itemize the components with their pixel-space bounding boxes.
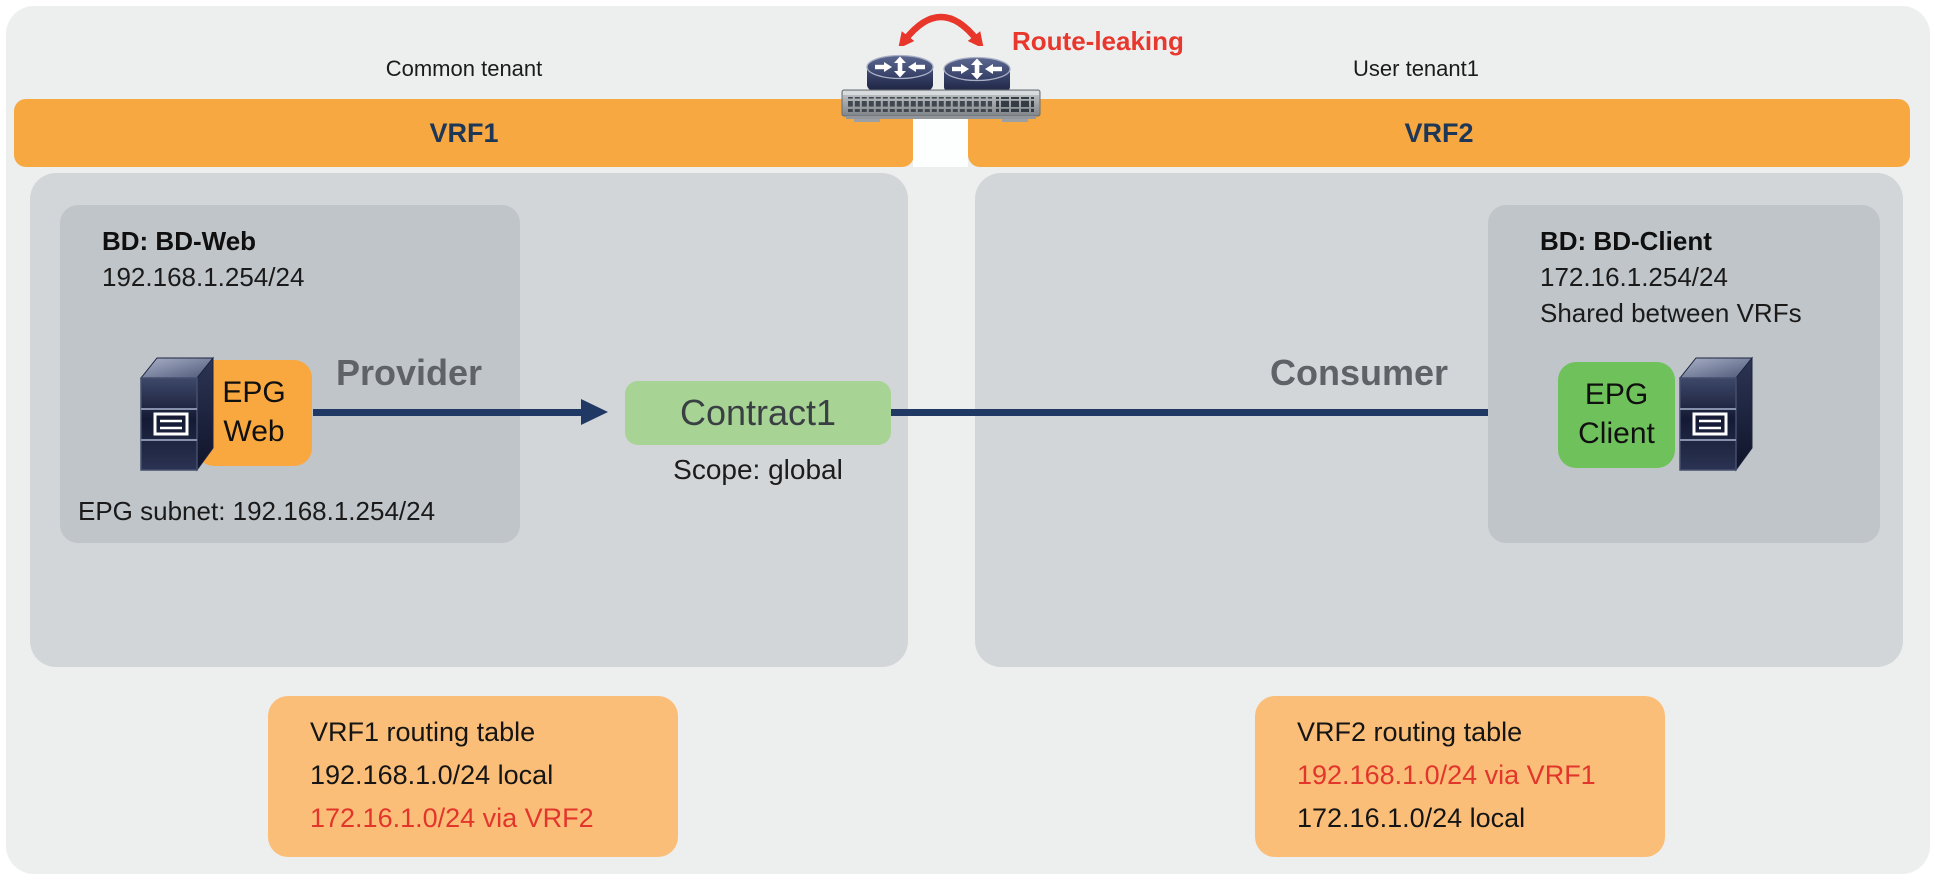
contract-box: Contract1 — [625, 381, 891, 445]
vrf1-routing-title: VRF1 routing table — [310, 717, 536, 747]
vrf1-header-bar: VRF1 — [14, 99, 914, 167]
epg-web-badge: EPG Web — [196, 360, 312, 466]
epg-client-badge: EPG Client — [1558, 362, 1675, 468]
common-tenant-label: Common tenant — [385, 56, 543, 81]
bd-web-subnet: 192.168.1.254/24 — [102, 262, 305, 292]
vrf1-routing-table: VRF1 routing table 192.168.1.0/24 local … — [268, 696, 678, 857]
switch-icon — [841, 89, 1041, 122]
consumer-arrow — [891, 409, 1517, 416]
bd-web-title: BD: BD-Web — [102, 226, 257, 256]
provider-arrowhead-icon — [581, 399, 608, 425]
contract-name: Contract1 — [679, 392, 837, 433]
bd-client-subnet: 172.16.1.254/24 — [1540, 262, 1728, 292]
epg-web-line2: Web — [223, 415, 285, 448]
consumer-label: Consumer — [1270, 352, 1449, 393]
provider-arrow — [313, 409, 583, 416]
bd-client-title: BD: BD-Client — [1540, 226, 1712, 256]
vrf2-header-bar: VRF2 — [968, 99, 1910, 167]
route-leaking-label: Route-leaking — [1012, 26, 1184, 56]
server-icon — [139, 356, 215, 472]
epg-web-subnet-label: EPG subnet: 192.168.1.254/24 — [78, 496, 436, 526]
curved-double-arrow-icon — [898, 13, 984, 46]
contract-scope-label: Scope: global — [673, 454, 843, 485]
bd-client-shared-note: Shared between VRFs — [1540, 298, 1802, 328]
vrf2-name: VRF2 — [1404, 118, 1474, 148]
vrf1-route-row: 172.16.1.0/24 via VRF2 — [310, 803, 594, 833]
vrf2-routing-table: VRF2 routing table 192.168.1.0/24 via VR… — [1255, 696, 1665, 857]
server-icon — [1678, 356, 1754, 472]
epg-web-line1: EPG — [222, 376, 286, 409]
user-tenant1-label: User tenant1 — [1353, 56, 1479, 81]
provider-label: Provider — [336, 352, 483, 393]
vrf1-name: VRF1 — [429, 118, 499, 148]
vrf2-route-row: 172.16.1.0/24 local — [1297, 803, 1526, 833]
epg-client-line2: Client — [1578, 417, 1655, 450]
vrf2-route-row: 192.168.1.0/24 via VRF1 — [1297, 760, 1596, 790]
vrf1-route-row: 192.168.1.0/24 local — [310, 760, 554, 790]
vrf2-routing-title: VRF2 routing table — [1297, 717, 1523, 747]
router-icon — [866, 54, 934, 97]
epg-client-line1: EPG — [1584, 378, 1649, 411]
route-leak-cluster — [841, 54, 1041, 122]
